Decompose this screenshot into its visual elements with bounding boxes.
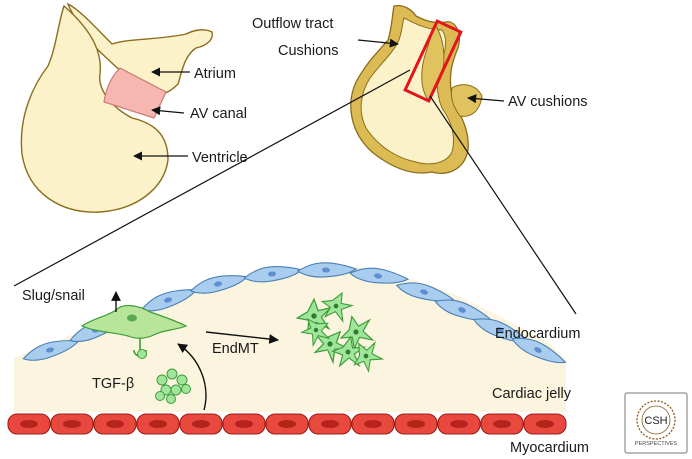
mesenchymal-cell <box>353 340 385 374</box>
label-myocardium: Myocardium <box>510 440 589 456</box>
myocardial-cell <box>394 413 438 435</box>
label-cardiac-jelly: Cardiac jelly <box>492 386 572 402</box>
label-outflow-tract: Outflow tract <box>252 16 333 32</box>
myocardial-cell <box>523 413 567 435</box>
mesenchymal-cell <box>320 291 355 323</box>
label-slug-snail: Slug/snail <box>22 288 85 304</box>
myocardial-cell <box>308 413 352 435</box>
myocardial-cell <box>480 413 524 435</box>
mesenchymal-cell <box>339 315 375 352</box>
myocardial-cell <box>222 413 266 435</box>
zoom-line-right <box>429 95 577 315</box>
label-atrium: Atrium <box>194 66 236 82</box>
av-cushion <box>451 84 483 117</box>
label-ventricle: Ventricle <box>192 150 248 166</box>
tgf-beta-cluster <box>137 349 191 404</box>
endocardial-cell <box>434 299 492 321</box>
label-endocardium: Endocardium <box>495 326 580 342</box>
label-endmt: EndMT <box>212 341 259 357</box>
tgf-signal-arrow <box>177 343 207 411</box>
left-heart-diagram <box>20 2 213 213</box>
highlight-box <box>403 19 463 103</box>
csh-perspectives-logo: CSH PERSPECTIVES <box>624 392 688 454</box>
right-heart-diagram <box>350 4 483 174</box>
mesenchymal-cells <box>295 291 385 374</box>
logo-line2: PERSPECTIVES <box>635 441 678 447</box>
endocardial-cell <box>296 262 358 278</box>
cardiac-jelly-region <box>14 267 566 412</box>
myocardial-cell <box>93 413 137 435</box>
myocardial-cell <box>179 413 223 435</box>
myocardial-cell <box>50 413 94 435</box>
endmt-arrow <box>205 331 279 344</box>
myocardial-cell <box>437 413 481 435</box>
myocardial-cell <box>136 413 180 435</box>
zoom-line-left <box>13 69 411 287</box>
label-av-cushions: AV cushions <box>508 94 588 110</box>
endocardial-cell <box>349 267 410 284</box>
left-heart-av-canal <box>103 67 167 119</box>
myocardial-cell <box>351 413 395 435</box>
endocardial-cell <box>511 337 567 364</box>
myocardium-layer <box>7 413 567 435</box>
myocardial-cell <box>265 413 309 435</box>
label-tgf-beta: TGF-β <box>92 376 134 392</box>
left-heart-ventricle <box>20 4 169 213</box>
endocardial-cell <box>395 282 455 302</box>
logo-line1: CSH <box>644 415 667 427</box>
mesenchymal-cell <box>299 317 331 348</box>
label-av-canal: AV canal <box>190 106 247 122</box>
label-cushions: Cushions <box>278 43 338 59</box>
myocardial-cell <box>7 413 51 435</box>
